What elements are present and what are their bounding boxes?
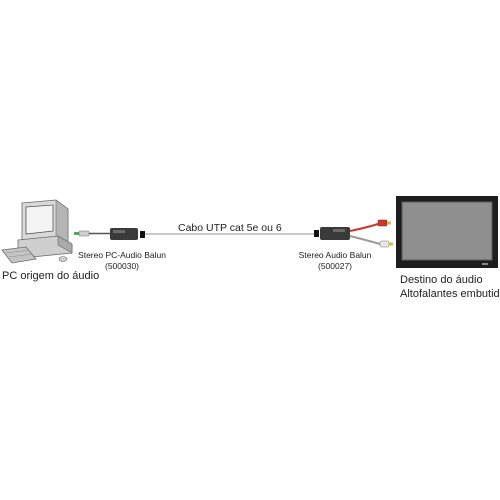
pc-balun-name: Stereo PC-Audio Balun [78, 250, 166, 260]
destination-line-1: Destino do áudio [400, 274, 483, 286]
audio-jack-connector [74, 230, 110, 237]
pc-balun-label: Stereo PC-Audio Balun (500030) [72, 250, 172, 272]
audio-balun-label: Stereo Audio Balun (500027) [285, 250, 385, 272]
flat-panel-display-icon [396, 196, 498, 268]
source-label: PC origem do áudio [2, 270, 100, 282]
pc-audio-balun-device [110, 228, 145, 240]
audio-balun-code: (500027) [317, 261, 353, 271]
audio-balun-name: Stereo Audio Balun [298, 250, 372, 260]
pc-computer-icon [1, 199, 73, 264]
destination-line-2: Altofalantes embutidos [400, 288, 500, 300]
rca-split-cables [349, 219, 393, 248]
audio-balun-device [314, 227, 350, 240]
cable-label: Cabo UTP cat 5e ou 6 [178, 222, 282, 234]
pc-balun-code: (500030) [104, 261, 140, 271]
destination-label: Destino do áudio Altofalantes embutidos [400, 273, 500, 301]
